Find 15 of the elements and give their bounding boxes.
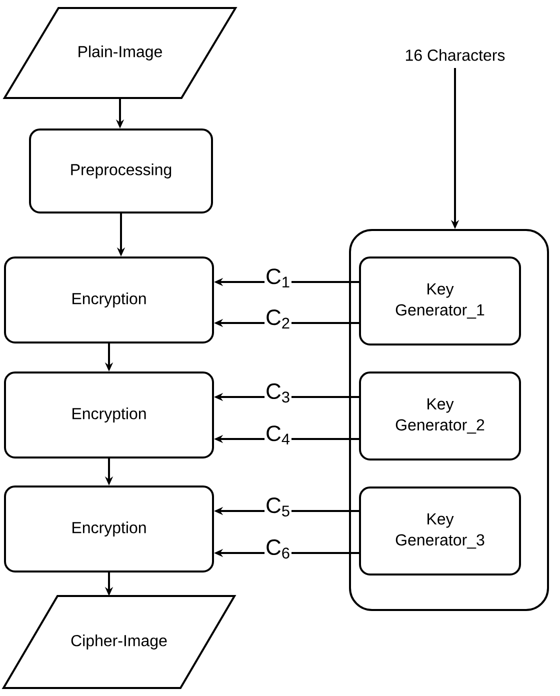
generator-box: Key Generator_3 bbox=[359, 486, 521, 576]
process-box: Encryption bbox=[4, 486, 214, 572]
edge-label: C$_{3}$ bbox=[264, 382, 292, 404]
process-box: Preprocessing bbox=[29, 128, 213, 214]
edge-label: C$_{5}$ bbox=[264, 496, 292, 518]
edge-label: C$_{1}$ bbox=[264, 268, 292, 288]
edge-label: C$_{6}$ bbox=[264, 538, 292, 560]
process-box: Encryption bbox=[4, 256, 214, 344]
container-box bbox=[349, 229, 549, 611]
edge-label: C$_{4}$ bbox=[264, 424, 292, 446]
input-label: 16 Characters bbox=[406, 49, 505, 61]
generator-box: Key Generator_1 bbox=[359, 256, 521, 346]
generator-box: Key Generator_2 bbox=[359, 372, 521, 460]
process-box: Encryption bbox=[4, 372, 214, 458]
edge-label: C$_{2}$ bbox=[264, 308, 292, 330]
